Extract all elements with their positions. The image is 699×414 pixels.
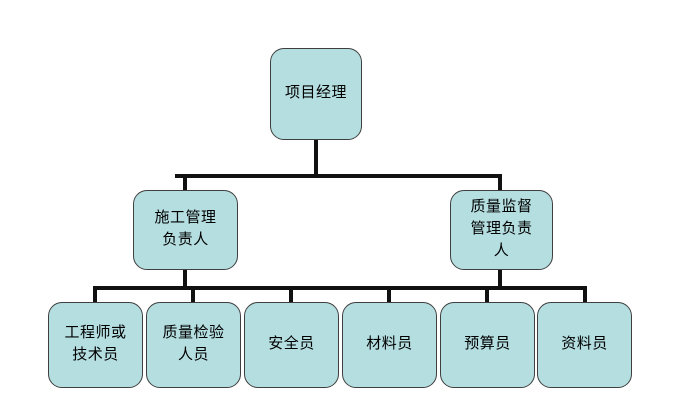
connector-to-mid-left	[183, 174, 187, 194]
node-materials-officer-label: 材料员	[366, 336, 413, 353]
node-documentation-officer-label: 资料员	[561, 336, 608, 353]
node-materials-officer: 材料员	[342, 302, 437, 388]
node-quality-inspection-staff-label: 质量检验 人员	[162, 325, 225, 363]
connector-to-leaf-1	[93, 286, 97, 306]
node-engineer-technician: 工程师或 技术员	[48, 302, 143, 388]
connector-to-mid-right	[498, 174, 502, 194]
connector-to-leaf-6	[583, 286, 587, 306]
node-safety-officer: 安全员	[244, 302, 339, 388]
node-quality-supervision-lead: 质量监督 管理负责 人	[450, 190, 553, 270]
node-quality-inspection-staff: 质量检验 人员	[146, 302, 241, 388]
connector-to-leaf-2	[191, 286, 195, 306]
connector-to-leaf-3	[289, 286, 293, 306]
connector-from-mid-right	[498, 266, 502, 290]
connector-to-leaf-4	[387, 286, 391, 306]
node-budget-officer-label: 预算员	[464, 336, 511, 353]
connector-to-leaf-5	[485, 286, 489, 306]
node-engineer-technician-label: 工程师或 技术员	[64, 325, 127, 363]
node-safety-officer-label: 安全员	[268, 336, 315, 353]
node-documentation-officer: 资料员	[537, 302, 632, 388]
connector-bus-level-2	[93, 286, 587, 290]
connector-from-mid-left	[183, 266, 187, 290]
node-construction-management-lead: 施工管理 负责人	[133, 190, 238, 270]
node-budget-officer: 预算员	[440, 302, 535, 388]
connector-root-down	[314, 140, 318, 178]
node-project-manager-label: 项目经理	[284, 85, 347, 102]
node-construction-management-lead-label: 施工管理 负责人	[154, 210, 217, 248]
connector-bus-level-1	[175, 174, 502, 178]
node-project-manager: 项目经理	[270, 48, 362, 140]
node-quality-supervision-lead-label: 质量监督 管理负责 人	[470, 199, 533, 259]
